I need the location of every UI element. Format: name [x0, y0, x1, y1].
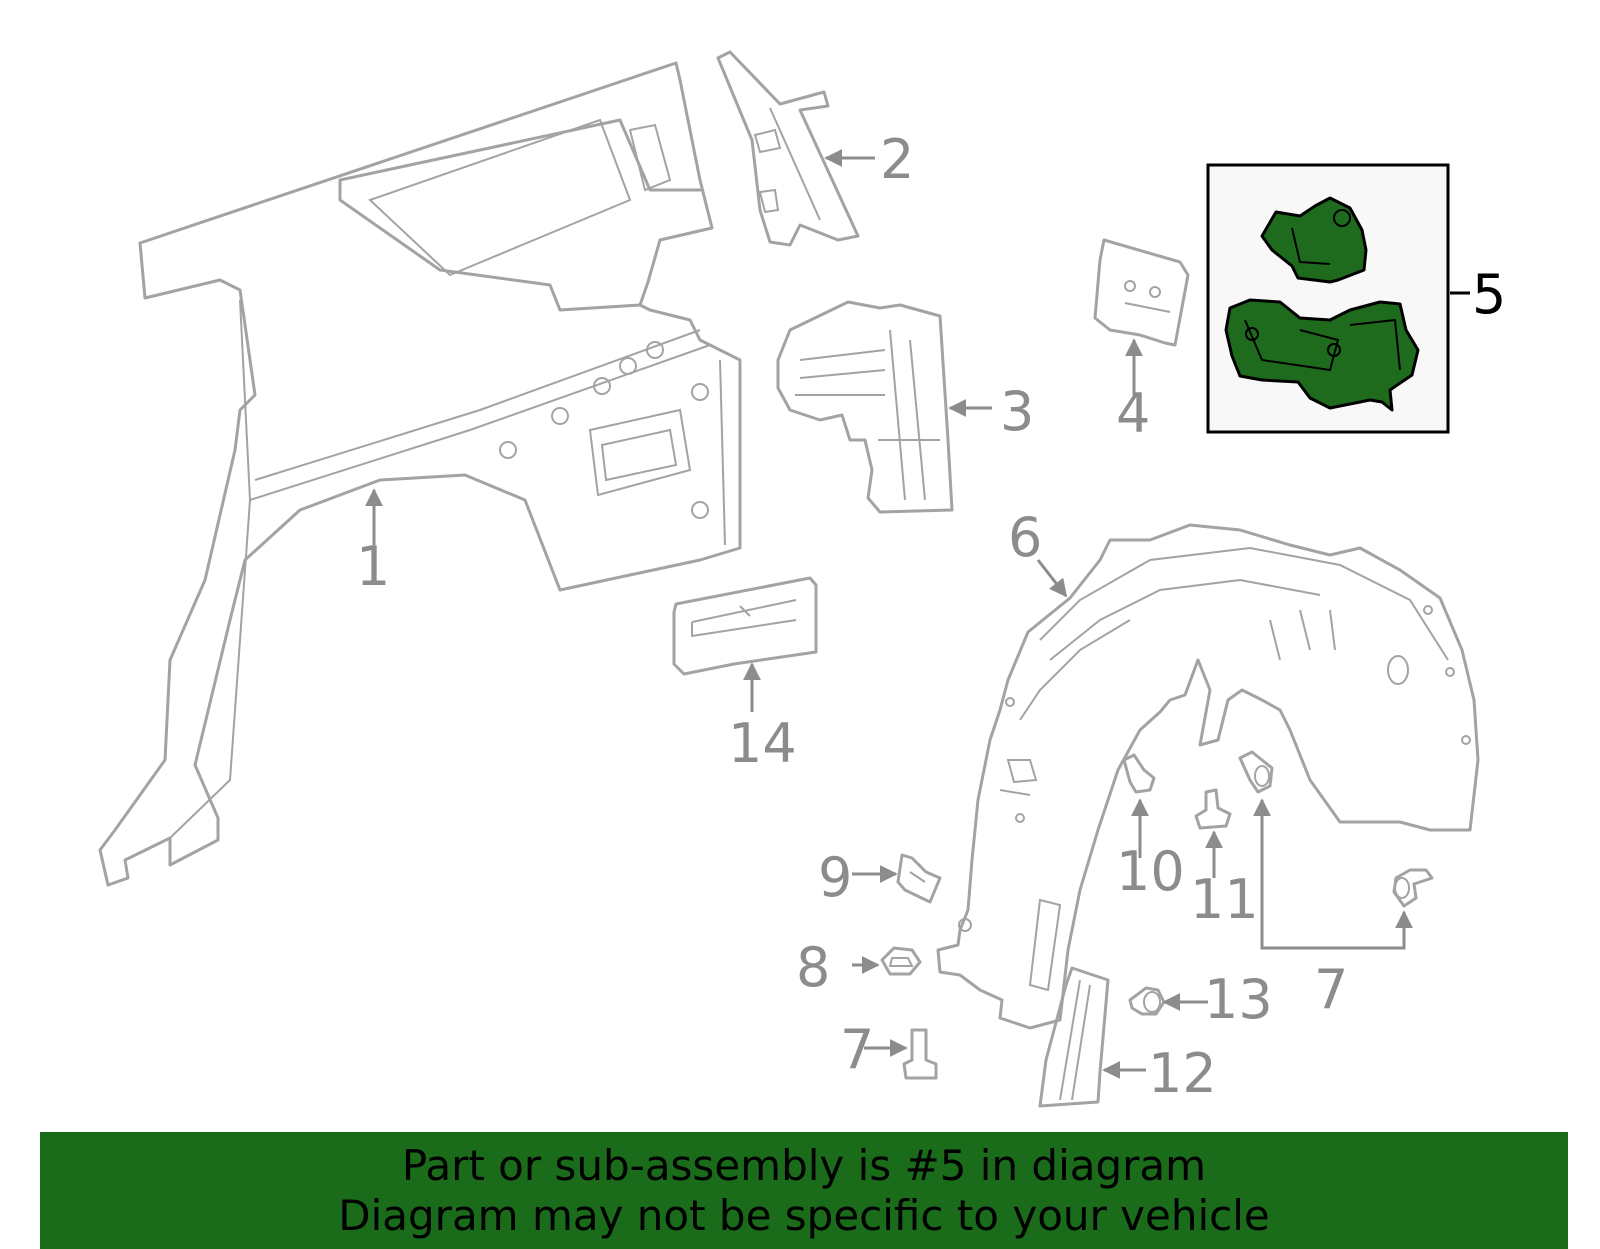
callout-13: 13 — [1204, 968, 1273, 1031]
part-6-wheelhouse-liner[interactable] — [936, 523, 1480, 1030]
part-7-pin-right-a[interactable] — [1238, 750, 1274, 794]
callout-8: 8 — [796, 936, 830, 999]
part-11-bolt[interactable] — [1194, 788, 1232, 830]
part-5-bracket-lower[interactable] — [1224, 298, 1420, 412]
callout-5: 5 — [1472, 263, 1506, 326]
callout-1: 1 — [356, 535, 390, 598]
part-10-pin[interactable] — [1122, 753, 1156, 794]
callout-12: 12 — [1148, 1042, 1217, 1105]
callout-9: 9 — [818, 846, 852, 909]
part-9-clip[interactable] — [896, 853, 942, 904]
callout-2: 2 — [880, 128, 914, 191]
callout-10: 10 — [1116, 840, 1185, 903]
notice-line-2: Diagram may not be specific to your vehi… — [338, 1190, 1270, 1240]
part-4-plate[interactable] — [1093, 238, 1190, 347]
part-8-nut[interactable] — [880, 946, 922, 976]
part-2-pillar-bracket[interactable] — [716, 50, 860, 247]
part-7-pin-right-b[interactable] — [1392, 868, 1434, 908]
part-3-inner-panel[interactable] — [776, 300, 954, 514]
callout-7-left: 7 — [840, 1018, 874, 1081]
notice-line-1: Part or sub-assembly is #5 in diagram — [401, 1140, 1207, 1190]
callout-6: 6 — [1008, 506, 1042, 569]
callout-4: 4 — [1116, 382, 1150, 445]
leader-7-right — [1253, 798, 1413, 950]
part-5-highlight-box[interactable] — [1206, 163, 1450, 434]
part-13-bolt[interactable] — [1128, 986, 1166, 1016]
notice-banner: Part or sub-assembly is #5 in diagram Di… — [40, 1132, 1568, 1249]
callout-3: 3 — [1000, 380, 1034, 443]
part-14-label-plate[interactable] — [672, 576, 818, 676]
part-12-flap[interactable] — [1038, 966, 1110, 1108]
leader-6 — [1036, 559, 1068, 598]
part-7-pin-left[interactable] — [902, 1028, 938, 1080]
part-1-quarter-panel[interactable] — [98, 61, 742, 887]
callout-11: 11 — [1190, 868, 1259, 931]
callout-7-right: 7 — [1314, 958, 1348, 1021]
callout-14: 14 — [728, 712, 797, 775]
part-5-bracket-upper[interactable] — [1260, 196, 1368, 284]
